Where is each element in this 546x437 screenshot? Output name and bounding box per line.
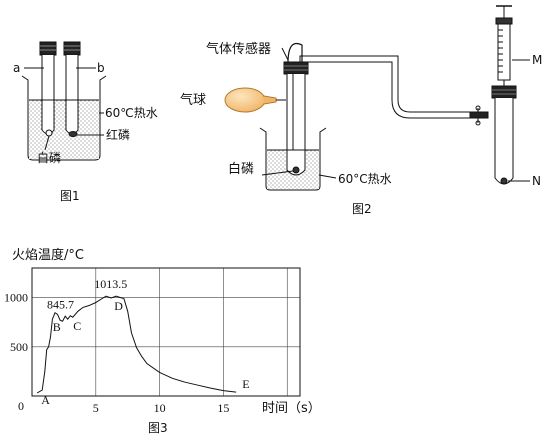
annotation-A: A — [41, 393, 50, 407]
sensor-cable — [287, 42, 303, 64]
label-red-phosphorus: 红磷 — [106, 127, 130, 142]
beaker-fig1 — [21, 75, 107, 161]
stopper-right — [491, 85, 517, 99]
y-tick-label: 500 — [10, 340, 28, 354]
annotation-C: C — [73, 319, 81, 333]
white-phosphorus-right — [500, 177, 508, 185]
annotation-D: D — [114, 299, 123, 313]
chart-tick-labels: 5 10 15 500 1000 — [4, 291, 229, 415]
label-hot-water-fig2: 60°C热水 — [338, 172, 392, 186]
plot-frame — [31, 267, 301, 397]
label-b: b — [97, 61, 105, 75]
leader-sensor — [281, 47, 289, 61]
label-m: M — [532, 53, 542, 67]
caption-fig2: 图2 — [352, 202, 372, 216]
tube-clamp — [469, 105, 489, 126]
label-white-phosphorus-fig2: 白磷 — [228, 161, 254, 177]
label-n: N — [532, 174, 541, 188]
test-tube-a — [39, 41, 57, 135]
annotation-B: B — [53, 320, 61, 334]
label-white-phosphorus-fig1: 白磷 — [37, 150, 61, 165]
red-phosphorus-fig1 — [68, 131, 78, 137]
chart-x-axis-label: 时间（s） — [262, 401, 321, 416]
annotation-1013-5: 1013.5 — [94, 277, 127, 291]
temperature-series-line — [36, 295, 237, 394]
label-balloon: 气球 — [180, 92, 206, 108]
figure-2 — [224, 5, 530, 191]
figure-1 — [21, 41, 107, 161]
label-gas-sensor: 气体传感器 — [206, 41, 271, 57]
leader-white-p-fig2 — [261, 170, 294, 176]
chart-y-axis-label: 火焰温度/°C — [12, 247, 84, 263]
test-tube-right — [494, 98, 514, 185]
y-tick-label: 1000 — [4, 291, 28, 305]
connecting-tube — [299, 55, 471, 119]
hot-water-fig1 — [29, 100, 99, 159]
x-tick-label: 5 — [93, 401, 99, 415]
syringe — [495, 5, 513, 88]
leader-water-fig2 — [318, 174, 337, 179]
balloon — [224, 87, 286, 113]
stopper-fig2 — [283, 61, 309, 75]
chart-origin-label: 0 — [18, 399, 24, 413]
caption-fig3: 图3 — [148, 421, 168, 435]
label-a: a — [13, 61, 20, 75]
test-tube-b — [63, 41, 81, 135]
x-tick-label: 10 — [154, 401, 166, 415]
label-hot-water-fig1: 60℃热水 — [105, 106, 158, 120]
white-phosphorus-fig1 — [45, 129, 53, 137]
white-phosphorus-fig2 — [292, 166, 300, 174]
caption-fig1: 图1 — [60, 189, 80, 203]
chart-grid — [32, 268, 300, 396]
annotation-845-7: 845.7 — [47, 298, 74, 312]
x-tick-label: 15 — [217, 401, 229, 415]
annotation-E: E — [242, 377, 249, 391]
leader-white-p-fig1 — [44, 135, 50, 151]
